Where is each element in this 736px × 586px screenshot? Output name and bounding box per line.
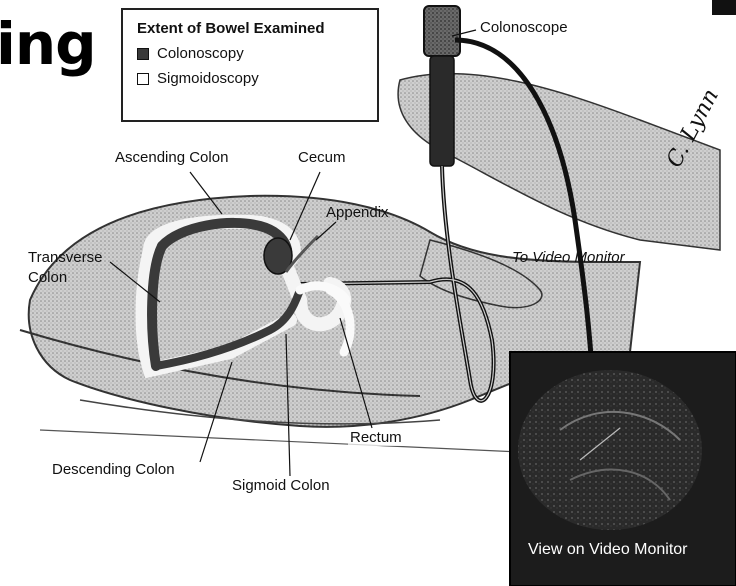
label-transverse-line2: Colon: [28, 270, 67, 286]
legend-swatch-light: [137, 73, 149, 85]
legend-label-sigmoidoscopy: Sigmoidoscopy: [157, 70, 259, 87]
legend: Extent of Bowel Examined Colonoscopy Sig…: [121, 8, 379, 122]
colonoscope-body: [430, 56, 454, 166]
label-colonoscope: Colonoscope: [480, 20, 568, 36]
legend-item-sigmoidoscopy: Sigmoidoscopy: [137, 70, 377, 87]
page-title-fragment: ing: [0, 10, 96, 78]
monitor-lumen: [518, 370, 702, 530]
corner-tab: [712, 0, 736, 15]
legend-title: Extent of Bowel Examined: [137, 20, 377, 37]
label-appendix: Appendix: [326, 205, 389, 221]
label-rectum: Rectum: [348, 430, 404, 446]
label-sigmoid-colon: Sigmoid Colon: [232, 478, 330, 494]
label-transverse-line1: Transverse: [28, 250, 102, 266]
label-cecum: Cecum: [298, 150, 346, 166]
legend-item-colonoscopy: Colonoscopy: [137, 45, 377, 62]
label-ascending-colon: Ascending Colon: [115, 150, 228, 166]
legend-swatch-dark: [137, 48, 149, 60]
table-line: [40, 430, 520, 452]
legend-label-colonoscopy: Colonoscopy: [157, 45, 244, 62]
label-descending-colon: Descending Colon: [52, 462, 175, 478]
label-to-video-monitor: To Video Monitor: [512, 250, 625, 266]
monitor-caption: View on Video Monitor: [528, 541, 688, 559]
colonoscope-head: [424, 6, 460, 56]
